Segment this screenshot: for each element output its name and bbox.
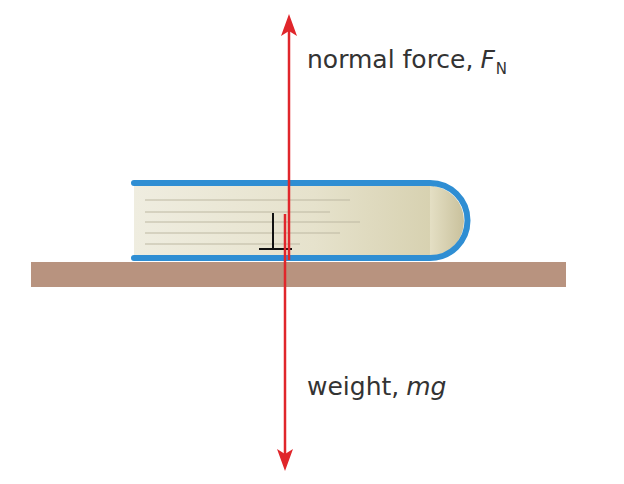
arrowhead bbox=[277, 449, 293, 471]
force-subscript: N bbox=[496, 62, 507, 77]
table-surface bbox=[31, 262, 566, 287]
centre-mark bbox=[272, 213, 274, 249]
book-cover bbox=[134, 183, 468, 258]
force-label: weight, bbox=[307, 374, 399, 399]
page-lines bbox=[145, 200, 360, 244]
force-symbol: F bbox=[480, 47, 494, 72]
force-symbol: mg bbox=[406, 374, 446, 399]
normal-force-arrow bbox=[288, 30, 291, 260]
weight-arrow bbox=[284, 214, 287, 455]
arrowhead bbox=[281, 14, 297, 36]
centre-mark bbox=[259, 248, 292, 250]
force-label: normal force, bbox=[307, 47, 473, 72]
